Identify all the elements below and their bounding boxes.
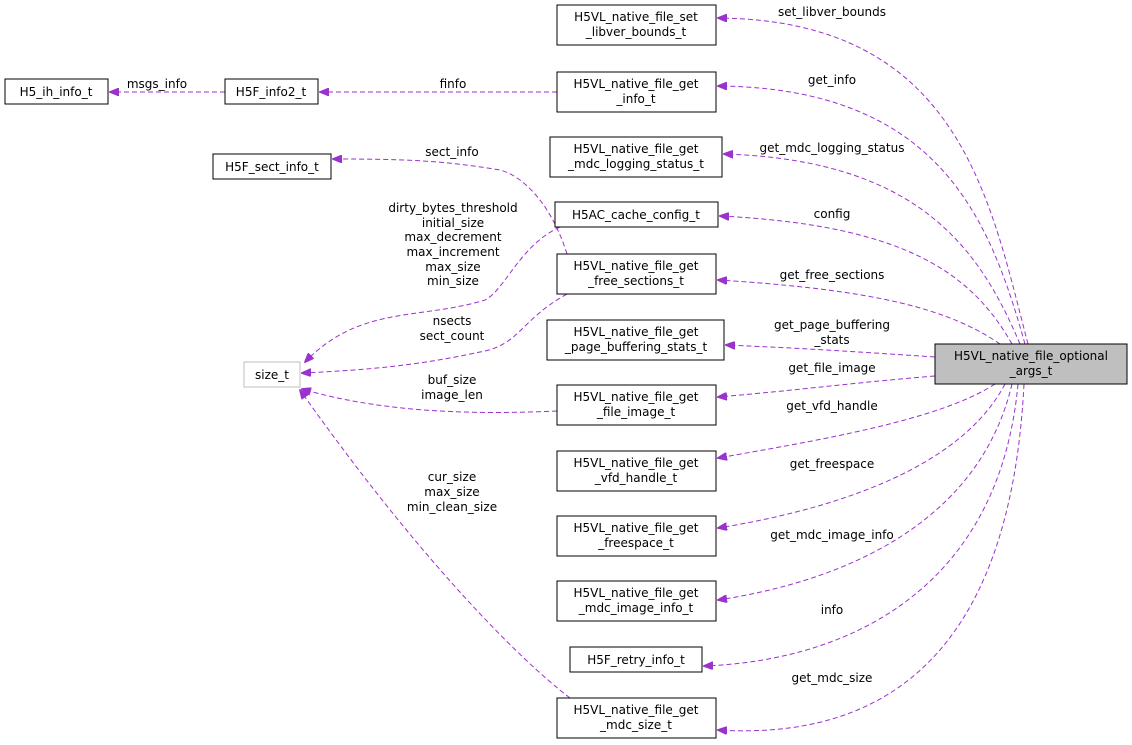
node-label: H5VL_native_file_optional bbox=[954, 349, 1108, 363]
node-label: _free_sections_t bbox=[587, 274, 684, 288]
edge-label: sect_count bbox=[420, 329, 485, 343]
edge-get-page-buffering-stats bbox=[726, 345, 936, 358]
node-get-mdc-image-info[interactable]: H5VL_native_file_get _mdc_image_info_t bbox=[556, 580, 717, 622]
node-set-libver-bounds[interactable]: H5VL_native_file_set _libver_bounds_t bbox=[556, 4, 717, 46]
edge-sect-info bbox=[333, 159, 568, 255]
edge-label: nsects bbox=[433, 314, 472, 328]
node-label: H5VL_native_file_get bbox=[573, 142, 698, 156]
edge-label: sect_info bbox=[425, 145, 478, 159]
edge-get-mdc-logging-status bbox=[724, 154, 1021, 345]
node-label: _vfd_handle_t bbox=[594, 471, 678, 485]
edge-label: set_libver_bounds bbox=[778, 5, 886, 19]
edge-label: min_clean_size bbox=[407, 500, 497, 514]
edge-image-sizes bbox=[302, 389, 558, 413]
node-size-t[interactable]: size_t bbox=[243, 361, 301, 388]
edges bbox=[110, 18, 1029, 731]
node-get-file-image[interactable]: H5VL_native_file_get _file_image_t bbox=[556, 384, 717, 426]
node-label: H5_ih_info_t bbox=[20, 85, 93, 99]
node-label: H5VL_native_file_get bbox=[573, 456, 698, 470]
edge-label: config bbox=[814, 207, 851, 221]
node-retry-info[interactable]: H5F_retry_info_t bbox=[569, 646, 703, 673]
edge-get-vfd-handle bbox=[718, 383, 996, 458]
edge-sect-counts bbox=[302, 293, 568, 373]
edge-label: get_file_image bbox=[788, 361, 875, 375]
edge-label: get_freespace bbox=[790, 457, 875, 471]
edge-label: get_vfd_handle bbox=[786, 399, 878, 413]
edge-get-free-sections bbox=[718, 280, 1001, 345]
node-label: _mdc_image_info_t bbox=[578, 601, 694, 615]
edge-label: get_mdc_logging_status bbox=[760, 141, 905, 155]
node-main-struct[interactable]: H5VL_native_file_optional _args_t bbox=[934, 343, 1128, 385]
node-label: H5VL_native_file_get bbox=[573, 325, 698, 339]
node-label: _freespace_t bbox=[597, 536, 674, 550]
edge-label: max_size bbox=[425, 260, 480, 274]
edge-label: dirty_bytes_threshold bbox=[388, 201, 517, 215]
edge-set-libver-bounds bbox=[718, 18, 1029, 345]
node-ih-info[interactable]: H5_ih_info_t bbox=[4, 78, 109, 105]
node-cache-config[interactable]: H5AC_cache_config_t bbox=[554, 201, 719, 228]
edge-config bbox=[720, 216, 1013, 345]
edge-label: finfo bbox=[440, 77, 467, 91]
node-label: H5VL_native_file_get bbox=[573, 77, 698, 91]
node-get-page-buffering-stats[interactable]: H5VL_native_file_get _page_buffering_sta… bbox=[546, 319, 725, 361]
edge-label: cur_size bbox=[428, 470, 476, 484]
edge-label: max_decrement bbox=[404, 230, 501, 244]
edge-label: image_len bbox=[421, 388, 483, 402]
edge-cache-sizes bbox=[305, 226, 561, 362]
node-label: _libver_bounds_t bbox=[585, 25, 687, 39]
node-label: _info_t bbox=[615, 92, 656, 106]
edge-get-file-image bbox=[718, 375, 936, 397]
edge-get-info bbox=[718, 86, 1026, 345]
edge-label: get_info bbox=[808, 73, 856, 87]
node-label: H5F_info2_t bbox=[236, 85, 307, 99]
node-label: H5VL_native_file_set bbox=[574, 10, 698, 24]
node-label: H5VL_native_file_get bbox=[573, 521, 698, 535]
node-label: H5F_retry_info_t bbox=[587, 653, 685, 667]
edge-label: info bbox=[821, 603, 844, 617]
edge-label: get_mdc_size bbox=[792, 671, 873, 685]
node-get-freespace[interactable]: H5VL_native_file_get _freespace_t bbox=[556, 515, 717, 557]
edge-label: max_increment bbox=[406, 245, 499, 259]
edge-label: _stats bbox=[813, 333, 849, 347]
node-label: _page_buffering_stats_t bbox=[564, 340, 708, 354]
node-get-vfd-handle[interactable]: H5VL_native_file_get _vfd_handle_t bbox=[556, 450, 717, 492]
node-get-free-sections[interactable]: H5VL_native_file_get _free_sections_t bbox=[556, 253, 717, 295]
edge-get-freespace bbox=[718, 383, 1006, 528]
edge-label: min_size bbox=[427, 274, 479, 288]
node-label: _args_t bbox=[1009, 364, 1053, 378]
edge-label: msgs_info bbox=[127, 77, 187, 91]
node-label: _file_image_t bbox=[596, 405, 676, 419]
edge-label: max_size bbox=[424, 485, 479, 499]
node-label: H5AC_cache_config_t bbox=[572, 208, 700, 222]
node-label: H5VL_native_file_get bbox=[573, 390, 698, 404]
edge-label: get_mdc_image_info bbox=[770, 528, 894, 542]
node-sect-info[interactable]: H5F_sect_info_t bbox=[212, 153, 332, 180]
node-get-mdc-size[interactable]: H5VL_native_file_get _mdc_size_t bbox=[556, 697, 717, 739]
node-label: size_t bbox=[255, 368, 289, 382]
node-label: _mdc_logging_status_t bbox=[567, 157, 704, 171]
edge-info bbox=[704, 383, 1019, 666]
edge-label: get_page_buffering bbox=[774, 318, 890, 332]
node-label: H5VL_native_file_get bbox=[573, 586, 698, 600]
node-label: H5VL_native_file_get bbox=[573, 259, 698, 273]
edge-mdc-sizes bbox=[300, 390, 571, 699]
node-info2[interactable]: H5F_info2_t bbox=[224, 78, 319, 105]
node-label: H5VL_native_file_get bbox=[573, 703, 698, 717]
edge-label: buf_size bbox=[428, 373, 477, 387]
edge-get-mdc-size bbox=[718, 383, 1025, 731]
node-get-info[interactable]: H5VL_native_file_get _info_t bbox=[556, 71, 717, 113]
node-label: H5F_sect_info_t bbox=[225, 160, 319, 174]
edge-label: initial_size bbox=[422, 216, 484, 230]
edge-label: get_free_sections bbox=[780, 268, 885, 282]
node-get-mdc-logging-status[interactable]: H5VL_native_file_get _mdc_logging_status… bbox=[549, 136, 723, 178]
edge-get-mdc-image-info bbox=[718, 383, 1013, 600]
edge-labels: set_libver_bounds get_info get_mdc_loggi… bbox=[127, 5, 905, 685]
node-label: _mdc_size_t bbox=[599, 718, 672, 732]
